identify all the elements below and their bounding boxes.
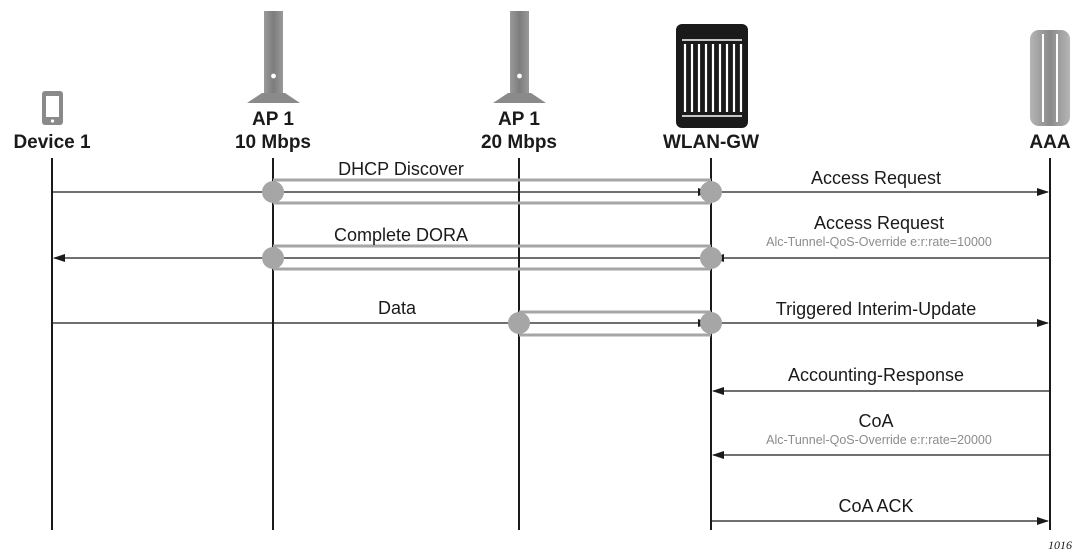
tunnel-ap1a-gw-1 <box>273 178 711 205</box>
phone-icon <box>42 91 63 125</box>
attribute-access-request-2: Alc-Tunnel-QoS-Override e:r:rate=10000 <box>766 235 992 249</box>
tunnel-ap1b-gw <box>519 310 711 337</box>
junction-dot <box>262 181 284 203</box>
aaa-server-icon <box>1030 30 1070 126</box>
node-label-ap1a-line2: 10 Mbps <box>235 132 311 153</box>
label-coa-ack: CoA ACK <box>838 496 913 516</box>
node-label-ap1b-line2: 20 Mbps <box>481 132 557 153</box>
label-access-request-1: Access Request <box>811 168 941 188</box>
label-complete-dora: Complete DORA <box>334 225 468 245</box>
attribute-coa: Alc-Tunnel-QoS-Override e:r:rate=20000 <box>766 433 992 447</box>
figure-id: 1016 <box>1048 538 1072 552</box>
node-label-device1: Device 1 <box>13 132 91 153</box>
node-label-ap1a-line1: AP 1 <box>252 109 294 130</box>
node-label-aaa: AAA <box>1029 132 1070 153</box>
label-data: Data <box>378 298 417 318</box>
label-access-request-2: Access Request <box>814 213 944 233</box>
node-label-ap1b-line1: AP 1 <box>498 109 540 130</box>
tunnel-ap1a-gw-2 <box>273 244 711 271</box>
junction-dot <box>508 312 530 334</box>
label-dhcp-discover: DHCP Discover <box>338 159 464 179</box>
junction-dot <box>700 181 722 203</box>
label-accounting-response: Accounting-Response <box>788 365 964 385</box>
access-point-icon <box>247 11 300 103</box>
node-label-wlangw: WLAN-GW <box>663 132 759 153</box>
access-point-icon <box>493 11 546 103</box>
junction-dot <box>700 247 722 269</box>
junction-dot <box>262 247 284 269</box>
label-triggered-interim-update: Triggered Interim-Update <box>776 299 976 319</box>
label-coa: CoA <box>858 411 893 431</box>
gateway-chassis-icon <box>676 24 748 128</box>
junction-dot <box>700 312 722 334</box>
